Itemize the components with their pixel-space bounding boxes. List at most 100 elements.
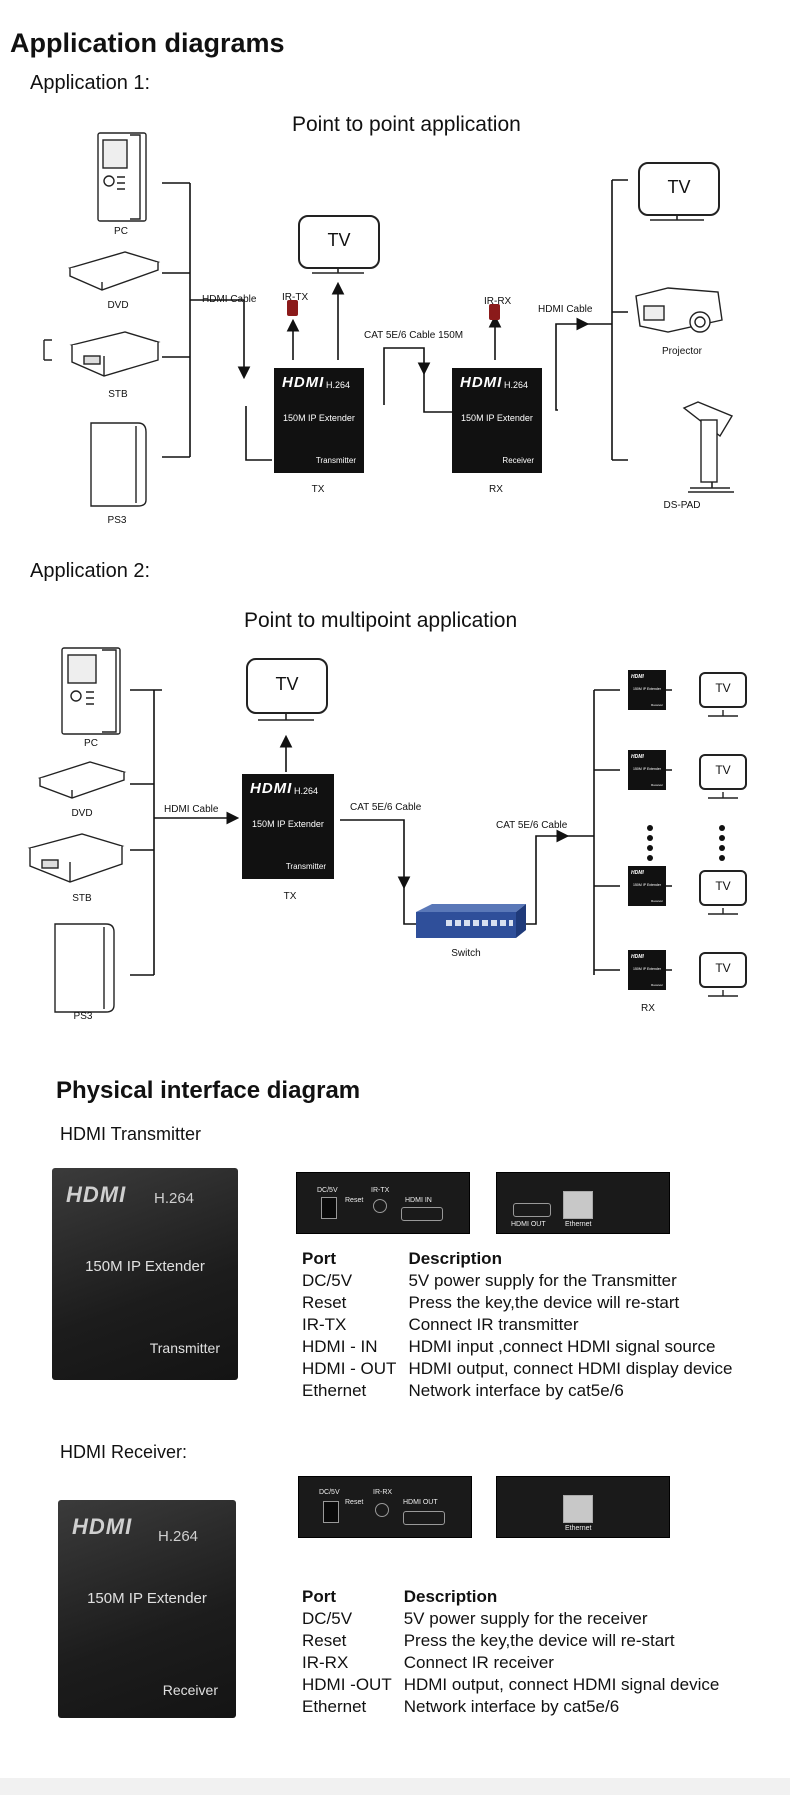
app1-source-label-dvd: DVD <box>107 300 129 311</box>
tx-unit-logo: HDMI <box>282 374 325 391</box>
app1-output-tv: TV <box>638 162 720 216</box>
app1-tx-unit: HDMI H.264 150M IP Extender Transmitter <box>274 368 364 473</box>
app2-source-label-stb: STB <box>72 893 92 904</box>
ethernet-port-icon <box>563 1495 593 1523</box>
app2-tx-caption: TX <box>283 891 297 902</box>
app1-label: Application 1: <box>30 72 151 94</box>
port-cell: DC/5V <box>302 1271 353 1290</box>
tx-panel-dc5v-label: DC/5V <box>317 1187 338 1194</box>
transmitter-rear-panel-2: HDMI OUT Ethernet <box>496 1172 670 1234</box>
app2-dvd-icon <box>37 761 127 799</box>
rx-unit-codec: H.264 <box>504 380 529 390</box>
app2-tx-tv: TV <box>246 658 328 714</box>
app1-tx-tv: TV <box>298 215 380 269</box>
tx-panel-irtx-label: IR-TX <box>371 1187 390 1194</box>
app1-hdmi-in-arrow <box>190 299 251 380</box>
tx-panel-hdmi-out-label: HDMI OUT <box>511 1221 546 1228</box>
app1-dvd-icon <box>67 251 161 291</box>
app2-rx-tv-label: TV <box>715 681 731 695</box>
app2-ellipsis-dots <box>647 825 725 861</box>
desc-cell: HDMI input ,connect HDMI signal source <box>408 1337 716 1356</box>
tx-panel-ethernet-label: Ethernet <box>565 1221 592 1228</box>
table-row: DC/5V 5V power supply for the Transmitter <box>302 1270 745 1292</box>
tx-panel-hdmi-in-label: HDMI IN <box>405 1197 432 1204</box>
ir-jack-icon <box>375 1503 389 1517</box>
tx-unit-name: 150M IP Extender <box>283 413 355 423</box>
app2-cat-cable-label-2: CAT 5E/6 Cable <box>496 820 568 831</box>
desc-cell: Press the key,the device will re-start <box>403 1631 675 1650</box>
port-cell: Reset <box>302 1631 347 1650</box>
app2-title: Point to multipoint application <box>244 609 518 632</box>
app1-ps3-icon <box>90 422 147 507</box>
app1-cat-line-a <box>383 347 431 405</box>
app1-rx-unit: HDMI H.264 150M IP Extender Receiver <box>452 368 542 473</box>
tx-table-head-port: Port <box>302 1249 336 1268</box>
ethernet-port-icon <box>563 1191 593 1219</box>
app2-rx-tv: TV <box>699 754 747 790</box>
app2-cat-arrow-2 <box>526 829 570 925</box>
app2-rx-tv: TV <box>699 672 747 708</box>
app1-cat-line-b <box>423 372 452 413</box>
app2-rx-caption: RX <box>641 1003 655 1014</box>
app2-cat-arrow-1 <box>340 819 411 890</box>
app2-source-label-dvd: DVD <box>71 808 93 819</box>
app1-tx-caption: TX <box>311 484 325 495</box>
app2-label: Application 2: <box>30 560 151 582</box>
desc-cell: 5V power supply for the Transmitter <box>408 1271 677 1290</box>
desc-cell: Network interface by cat5e/6 <box>403 1697 620 1716</box>
dc-jack-icon <box>323 1501 339 1523</box>
desc-cell: Press the key,the device will re-start <box>408 1293 680 1312</box>
app2-source-label-pc: PC <box>84 738 98 749</box>
physical-interface-heading: Physical interface diagram <box>56 1077 361 1104</box>
tx-unit-role: Transmitter <box>315 456 356 465</box>
transmitter-photo-codec: H.264 <box>154 1190 195 1207</box>
app1-title: Point to point application <box>292 113 521 136</box>
app1-source-label-stb: STB <box>108 389 128 400</box>
app1-source-label-ps3: PS3 <box>107 515 127 526</box>
receiver-photo-logo: HDMI <box>72 1514 133 1539</box>
app2-hdmi-cable-label: HDMI Cable <box>164 804 219 815</box>
app2-tx-unit-logo: HDMI <box>250 780 293 797</box>
hdmi-port-icon <box>401 1207 443 1221</box>
tx-table-head-desc: Description <box>408 1249 502 1268</box>
app2-source-label-ps3: PS3 <box>73 1011 93 1022</box>
receiver-photo: HDMI H.264 150M IP Extender Receiver <box>58 1500 236 1718</box>
app2-rx-tv-label: TV <box>715 961 731 975</box>
rx-panel-dc5v-label: DC/5V <box>319 1489 340 1496</box>
app2-stb-icon <box>27 833 125 883</box>
app1-tx-bottom <box>245 406 272 461</box>
desc-cell: HDMI output, connect HDMI display device <box>408 1359 733 1378</box>
app1-ir-tx-label: IR-TX <box>282 292 309 303</box>
app2-rx-tv: TV <box>699 870 747 906</box>
table-row: HDMI - IN HDMI input ,connect HDMI signal… <box>302 1336 745 1358</box>
switch-icon <box>416 904 526 938</box>
ir-tx-pod-icon <box>287 300 298 316</box>
port-cell: IR-RX <box>302 1653 349 1672</box>
transmitter-photo-logo: HDMI <box>66 1182 127 1207</box>
page-footer-strip <box>0 1778 790 1795</box>
app2-tx-tv-label: TV <box>275 674 299 694</box>
switch-caption: Switch <box>451 948 481 959</box>
app1-hdmi-cable-in-label: HDMI Cable <box>202 294 257 305</box>
port-cell: DC/5V <box>302 1609 353 1628</box>
page-heading-application: Application diagrams <box>10 28 285 58</box>
app1-rx-caption: RX <box>489 484 503 495</box>
port-cell: HDMI -OUT <box>302 1675 392 1694</box>
app2-rx-tv: TV <box>699 952 747 988</box>
app1-output-bus <box>586 179 628 461</box>
rx-unit-role: Receiver <box>502 456 534 465</box>
ir-jack-icon <box>373 1199 387 1213</box>
receiver-label: HDMI Receiver: <box>60 1442 188 1462</box>
port-cell: HDMI - IN <box>302 1337 378 1356</box>
app2-rx-bus <box>566 689 620 975</box>
